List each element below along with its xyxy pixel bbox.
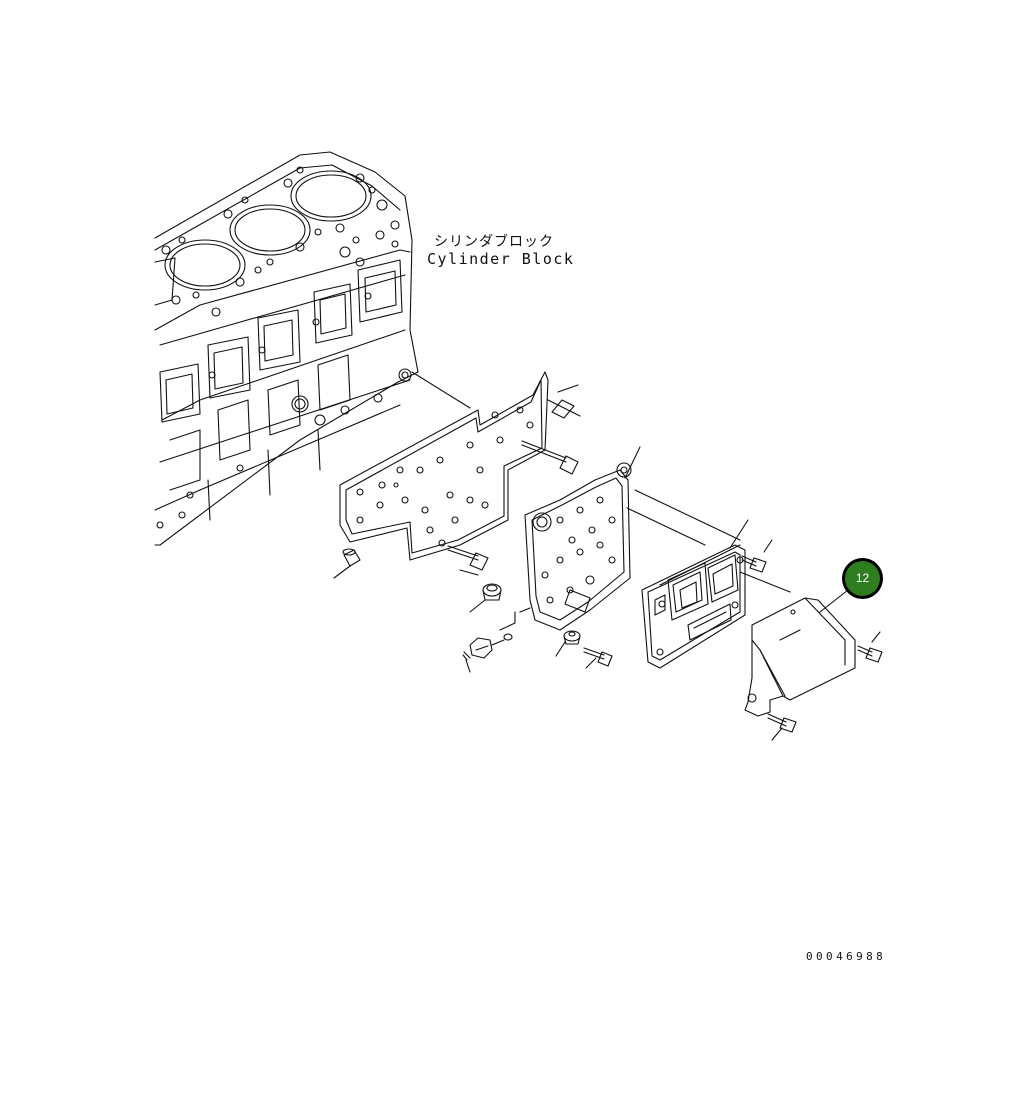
ecm-cover bbox=[744, 597, 856, 717]
leader-line-ecm bbox=[729, 519, 749, 549]
bolt-bracket-lower bbox=[583, 647, 613, 669]
callout-number: 12 bbox=[845, 561, 880, 596]
ecm-controller bbox=[641, 544, 746, 669]
assembly-line-1 bbox=[634, 489, 741, 541]
bolt-ecm bbox=[741, 539, 773, 573]
spacer-sleeve bbox=[333, 548, 361, 579]
bolt-cover-side bbox=[857, 631, 883, 663]
cylinder-block-label-jp: シリンダブロック bbox=[434, 234, 554, 250]
assembly-line-3 bbox=[739, 571, 791, 593]
leader-line-block bbox=[411, 371, 471, 409]
cylinder-block bbox=[154, 151, 419, 546]
cylinder-block-label-en: Cylinder Block bbox=[427, 250, 575, 268]
callout-badge[interactable]: 12 bbox=[842, 558, 883, 599]
connector-plug bbox=[462, 633, 513, 673]
bolt-long-plate bbox=[521, 440, 579, 475]
catalog-number: 00046988 bbox=[806, 950, 887, 963]
bolt-upper-plate bbox=[547, 384, 581, 419]
bolt-cover-bottom bbox=[767, 713, 797, 741]
bolt-lower-plate bbox=[447, 545, 489, 576]
assembly-line-2 bbox=[626, 507, 706, 546]
ecm-bracket bbox=[524, 462, 632, 631]
leader-line-bracket bbox=[624, 446, 641, 479]
mounting-plate bbox=[339, 371, 549, 561]
washer bbox=[555, 630, 581, 657]
grommet bbox=[469, 583, 502, 613]
leader-callout-group bbox=[499, 607, 531, 631]
leader-line-cover bbox=[819, 589, 849, 613]
